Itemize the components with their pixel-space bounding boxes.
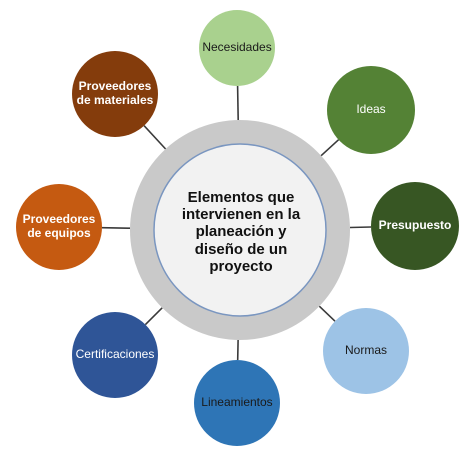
node-circle-necesidades — [199, 10, 275, 86]
node-circle-certificaciones — [72, 312, 158, 398]
connector-presupuesto — [349, 226, 372, 229]
node-label-proveedores-de-materiales: Proveedores de materiales — [76, 79, 154, 107]
node-label-normas: Normas — [344, 343, 387, 358]
center-label: Elementos que intervienen en la planeaci… — [181, 188, 301, 275]
connector-proveedores-de-equipos — [101, 226, 131, 229]
connector-ideas — [320, 139, 340, 157]
connector-normas — [318, 305, 336, 322]
node-label-lineamientos: Lineamientos — [201, 395, 273, 410]
node-circle-ideas — [327, 66, 415, 154]
node-circle-proveedores-de-equipos — [16, 184, 102, 270]
node-label-presupuesto: Presupuesto — [378, 218, 452, 233]
node-label-ideas: Ideas — [356, 102, 386, 117]
center-inner-circle — [153, 143, 327, 317]
node-circles — [16, 10, 459, 446]
node-label-proveedores-de-equipos: Proveedores de equipos — [22, 212, 96, 240]
connector-proveedores-de-materiales — [143, 125, 167, 150]
node-circle-normas — [323, 308, 409, 394]
connector-necesidades — [236, 85, 239, 121]
node-circle-proveedores-de-materiales — [72, 51, 158, 137]
node-circle-lineamientos — [194, 360, 280, 446]
node-circle-presupuesto — [371, 182, 459, 270]
connectors — [101, 85, 372, 361]
node-label-necesidades: Necesidades — [202, 40, 272, 55]
connector-certificaciones — [144, 307, 163, 326]
node-label-certificaciones: Certificaciones — [75, 347, 155, 362]
